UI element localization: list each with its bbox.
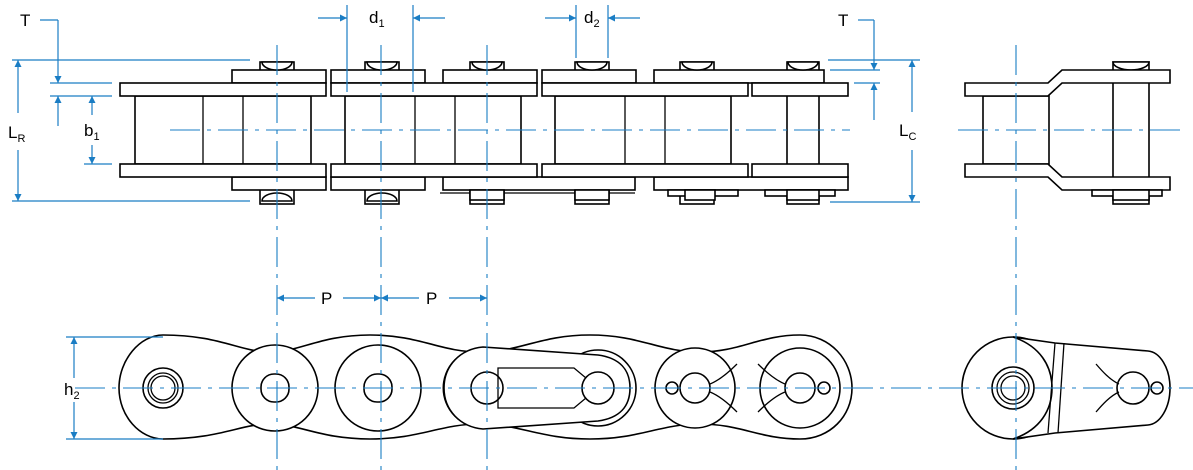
dimension-labels: T T d1 d2 LR LC b1 P P h2 [8,8,916,402]
outer-plates-bottom [231,176,849,191]
top-view-chain [119,61,849,205]
center-lines [75,45,1193,470]
label-d2: d2 [584,8,600,30]
label-pitch-2: P [426,289,437,308]
label-b1: b1 [84,121,100,143]
label-pitch-1: P [321,289,332,308]
label-lr: LR [8,123,25,145]
side-view-chain [118,334,853,440]
label-lc: LC [899,121,916,143]
label-d1: d1 [369,8,385,30]
label-h2: h2 [64,380,80,402]
label-t-left: T [20,11,30,30]
dimension-lines [12,5,920,440]
label-t-right: T [838,11,848,30]
top-view-connecting-link [964,61,1171,205]
outer-plates-top [231,69,825,84]
inner-plates [119,82,849,178]
